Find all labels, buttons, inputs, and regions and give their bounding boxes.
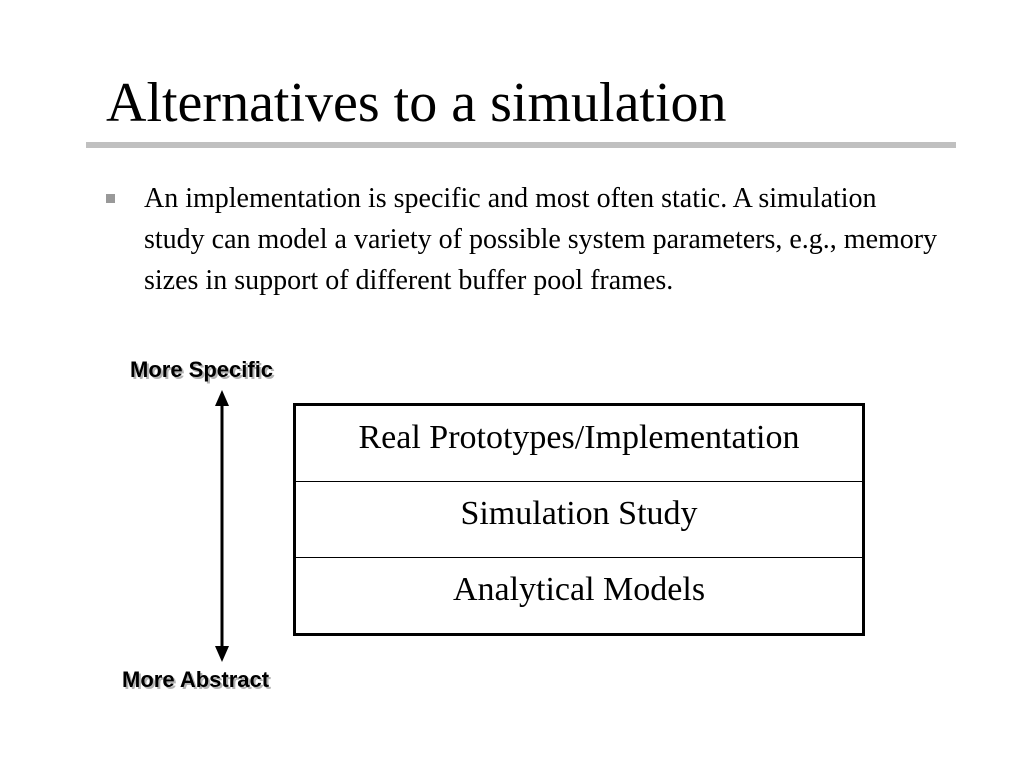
double-arrow-icon — [215, 390, 229, 662]
slide-title: Alternatives to a simulation — [106, 72, 727, 134]
level-row: Real Prototypes/Implementation — [358, 419, 800, 456]
abstraction-levels-table: Real Prototypes/Implementation Simulatio… — [293, 403, 865, 636]
bullet-text: An implementation is specific and most o… — [144, 183, 938, 296]
title-divider — [86, 142, 956, 148]
level-row: Analytical Models — [296, 557, 862, 633]
bullet-square-icon — [106, 194, 115, 203]
axis-label-bottom: More Abstract — [122, 667, 270, 692]
level-row: Simulation Study — [296, 481, 862, 557]
axis-label-top: More Specific — [130, 357, 274, 382]
